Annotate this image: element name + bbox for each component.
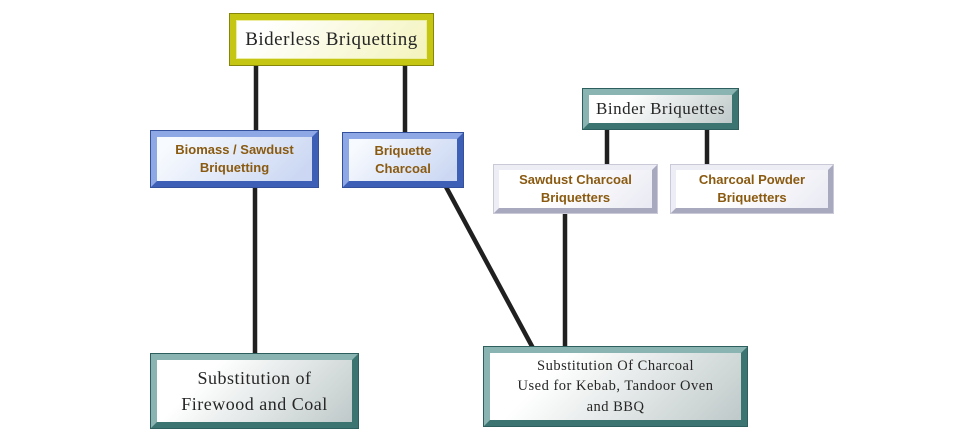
node-biderless-briquetting: Biderless Briquetting (230, 14, 433, 65)
node-label: Briquette Charcoal (374, 143, 432, 176)
node-biomass-sawdust-briquetting: Biomass / Sawdust Briquetting (151, 131, 318, 187)
node-charcoal-powder-briquetters: Charcoal Powder Briquetters (671, 165, 833, 213)
node-label: Sawdust Charcoal Briquetters (519, 172, 632, 205)
node-label: Substitution of Firewood and Coal (181, 367, 328, 414)
node-label: Biomass / Sawdust Briquetting (175, 142, 294, 175)
node-sawdust-charcoal-briquetters: Sawdust Charcoal Briquetters (494, 165, 657, 213)
node-label: Charcoal Powder Briquetters (698, 172, 806, 205)
edge-briquette-charcoal-to-substitution-charcoal (443, 183, 536, 352)
node-substitution-charcoal-kebab: Substitution Of Charcoal Used for Kebab,… (484, 347, 747, 426)
node-label: Substitution Of Charcoal Used for Kebab,… (517, 358, 714, 415)
node-label: Binder Briquettes (596, 99, 725, 118)
node-substitution-firewood-coal: Substitution of Firewood and Coal (151, 354, 358, 428)
node-label: Biderless Briquetting (245, 28, 418, 50)
node-briquette-charcoal: Briquette Charcoal (343, 133, 463, 187)
node-binder-briquettes: Binder Briquettes (583, 89, 738, 129)
